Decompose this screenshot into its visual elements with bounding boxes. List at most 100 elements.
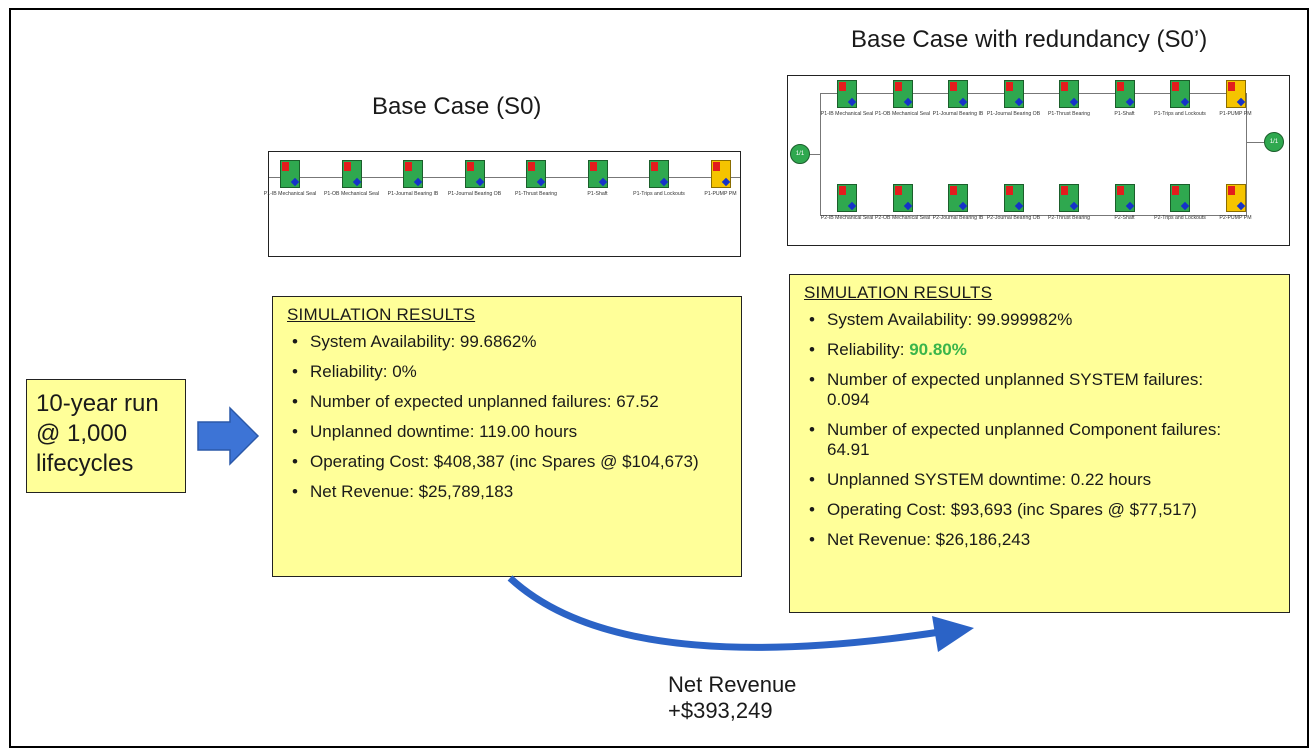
rbd-component-block — [403, 160, 423, 188]
failure-indicator-icon — [950, 186, 957, 195]
result-downtime: Unplanned downtime: 119.00 hours — [287, 422, 731, 442]
maintenance-diamond-icon — [659, 177, 669, 187]
rbd-component-block — [1225, 184, 1246, 212]
result-availability: System Availability: 99.6862% — [287, 332, 731, 352]
maintenance-diamond-icon — [290, 177, 300, 187]
rbd-component-block — [837, 184, 857, 212]
rbd-component-block — [1003, 184, 1024, 212]
rbd-series-line — [269, 177, 740, 178]
rbd-component-block — [1225, 80, 1246, 108]
maintenance-diamond-icon — [1180, 97, 1190, 107]
result-system-failures: Number of expected unplanned SYSTEM fail… — [804, 370, 1227, 410]
failure-indicator-icon — [712, 162, 720, 171]
failure-indicator-icon — [466, 162, 474, 171]
rbd-component-block — [1059, 80, 1079, 108]
rbd-block-label: P2-Shaft — [1114, 215, 1135, 221]
base-case-title: Base Case (S0) — [372, 93, 542, 120]
maintenance-diamond-icon — [1180, 201, 1190, 211]
failure-indicator-icon — [1116, 82, 1124, 91]
maintenance-diamond-icon — [1014, 97, 1023, 107]
maintenance-diamond-icon — [1069, 97, 1079, 107]
rbd-block-label: P1-Shaft — [587, 191, 608, 197]
reliability-label: Reliability: — [827, 340, 910, 359]
rbd-block-label: P1-Journal Bearing IB — [932, 111, 984, 117]
right-arrow-icon — [197, 406, 260, 466]
rbd-component-block — [587, 160, 608, 188]
rbd-block-label: P1-OB Mechanical Seal — [323, 191, 380, 197]
rbd-split-line — [820, 93, 821, 215]
rbd-block-label: P1-Journal Bearing OB — [986, 111, 1041, 117]
maintenance-diamond-icon — [475, 177, 484, 187]
rbd-block-label: P1-Trips and Lockouts — [633, 191, 685, 197]
failure-indicator-icon — [1061, 186, 1068, 195]
failure-indicator-icon — [1005, 186, 1013, 195]
failure-indicator-icon — [405, 162, 412, 171]
result-availability: System Availability: 99.999982% — [804, 310, 1279, 330]
rbd-component-block — [948, 184, 968, 212]
failure-indicator-icon — [1061, 82, 1068, 91]
rbd-component-block — [892, 184, 913, 212]
rbd-block-label: P1-Thrust Bearing — [1047, 111, 1091, 117]
rbd-block-label: P1-Journal Bearing IB — [387, 191, 439, 197]
result-operating-cost: Operating Cost: $408,387 (inc Spares @ $… — [287, 452, 731, 472]
result-reliability: Reliability: 90.80% — [804, 340, 1279, 360]
rbd-block-label: P1-Trips and Lockouts — [1154, 111, 1206, 117]
rbd-block-label: P1-Thrust Bearing — [514, 191, 558, 197]
rbd-merge-line — [1246, 93, 1247, 215]
rbd-block-label: P1-IB Mechanical Seal — [820, 111, 874, 117]
rbd-input-line — [809, 154, 820, 155]
failure-indicator-icon — [343, 162, 351, 171]
failure-indicator-icon — [839, 186, 846, 195]
rbd-component-block — [710, 160, 731, 188]
maintenance-diamond-icon — [1069, 201, 1079, 211]
failure-indicator-icon — [1172, 186, 1179, 195]
rbd-block-label: P2-IB Mechanical Seal — [820, 215, 874, 221]
maintenance-diamond-icon — [1236, 201, 1245, 211]
failure-indicator-icon — [894, 82, 902, 91]
rbd-component-block — [1170, 80, 1190, 108]
redundancy-case-title: Base Case with redundancy (S0’) — [851, 26, 1208, 53]
rbd-start-node: 1/1 — [790, 144, 810, 164]
failure-indicator-icon — [839, 82, 846, 91]
run-settings-box: 10-year run @ 1,000 lifecycles — [26, 379, 186, 493]
maintenance-diamond-icon — [721, 177, 730, 187]
maintenance-diamond-icon — [847, 97, 857, 107]
rbd-block-label: P1-Journal Bearing OB — [447, 191, 502, 197]
maintenance-diamond-icon — [598, 177, 607, 187]
results-heading: SIMULATION RESULTS — [804, 283, 993, 302]
result-failures: Number of expected unplanned failures: 6… — [287, 392, 731, 412]
rbd-component-block — [1170, 184, 1190, 212]
result-operating-cost: Operating Cost: $93,693 (inc Spares @ $7… — [804, 500, 1279, 520]
rbd-component-block — [892, 80, 913, 108]
rbd-block-label: P1-Shaft — [1114, 111, 1135, 117]
failure-indicator-icon — [1172, 82, 1179, 91]
result-reliability: Reliability: 0% — [287, 362, 731, 382]
rbd-component-block — [1114, 184, 1135, 212]
maintenance-diamond-icon — [1125, 97, 1134, 107]
results-heading: SIMULATION RESULTS — [287, 305, 476, 324]
rbd-block-label: P1-PUMP PM — [1219, 111, 1252, 117]
run-line-1: 10-year run — [36, 390, 159, 417]
maintenance-diamond-icon — [536, 177, 546, 187]
rbd-lower-branch-line — [820, 215, 1247, 216]
result-component-failures: Number of expected unplanned Component f… — [804, 420, 1247, 460]
curved-arrow-icon — [507, 575, 974, 652]
rbd-component-block — [1114, 80, 1135, 108]
rbd-component-block — [280, 160, 300, 188]
maintenance-diamond-icon — [1014, 201, 1023, 211]
rbd-block-label: P2-PUMP PM — [1219, 215, 1252, 221]
rbd-block-label: P1-OB Mechanical Seal — [874, 111, 931, 117]
maintenance-diamond-icon — [1236, 97, 1245, 107]
rbd-block-label: P2-Journal Bearing OB — [986, 215, 1041, 221]
result-downtime: Unplanned SYSTEM downtime: 0.22 hours — [804, 470, 1279, 490]
failure-indicator-icon — [282, 162, 289, 171]
rbd-end-node: 1/1 — [1264, 132, 1284, 152]
run-line-2: @ 1,000 — [36, 420, 128, 447]
rbd-component-block — [464, 160, 485, 188]
result-net-revenue: Net Revenue: $26,186,243 — [804, 530, 1279, 550]
rbd-component-block — [837, 80, 857, 108]
redundancy-results-box: SIMULATION RESULTS System Availability: … — [789, 274, 1290, 613]
failure-indicator-icon — [589, 162, 597, 171]
